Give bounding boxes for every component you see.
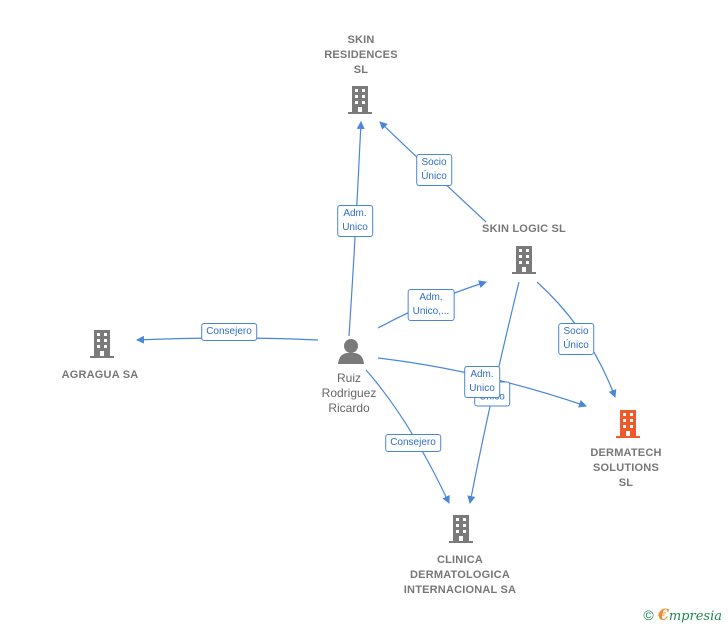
building-icon-dermatech	[616, 410, 640, 438]
edge-label-socio-unico-1: Socio Único	[416, 154, 452, 186]
edge-label-adm-unico-1: Adm. Unico	[337, 205, 373, 237]
building-icon-clinica	[449, 515, 473, 543]
person-icon	[338, 339, 364, 364]
edge-label-adm-unico-2: Adm. Unico,...	[407, 289, 455, 321]
edge-person-clinica	[365, 369, 450, 504]
node-label-skin-residences[interactable]: SKIN RESIDENCES SL	[324, 34, 398, 76]
building-icon-skin-logic	[512, 246, 536, 274]
building-icon-agragua	[90, 330, 114, 358]
empresia-logo[interactable]: ©€mpresia	[643, 605, 722, 624]
node-label-clinica[interactable]: CLINICA DERMATOLOGICA INTERNACIONAL SA	[403, 554, 517, 596]
node-label-agragua[interactable]: AGRAGUA SA	[61, 369, 139, 381]
copyright-symbol: ©	[643, 607, 654, 623]
edge-label-consejero-2: Consejero	[385, 434, 441, 452]
building-icon-skin-residences	[348, 86, 372, 114]
person-label[interactable]: Ruiz Rodriguez Ricardo	[321, 371, 377, 415]
edge-label-socio-unico-2: Socio Único	[558, 323, 594, 355]
edge-label-adm-unico-3: Adm. Unico	[464, 366, 500, 398]
node-label-dermatech[interactable]: DERMATECH SOLUTIONS SL	[590, 447, 662, 489]
brand-e-mark: €	[657, 605, 669, 624]
brand-name: mpresia	[668, 609, 722, 624]
node-label-skin-logic[interactable]: SKIN LOGIC SL	[482, 223, 566, 235]
edge-label-consejero-1: Consejero	[201, 323, 257, 341]
